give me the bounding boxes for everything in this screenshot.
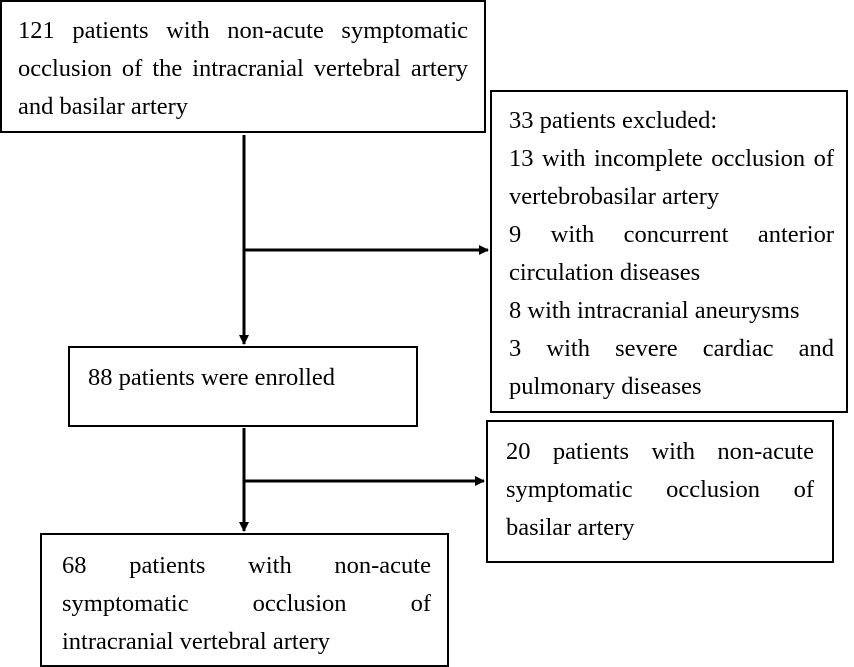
vertebral-text: 68 patients with non-acute symptomatic o… <box>62 552 431 655</box>
basilar-occlusion-box: 20 patients with non-acute symptomatic o… <box>486 420 834 563</box>
basilar-text: 20 patients with non-acute symptomatic o… <box>506 438 814 541</box>
vertebral-occlusion-box: 68 patients with non-acute symptomatic o… <box>40 533 449 667</box>
enrolled-patients-box: 88 patients were enrolled <box>68 346 418 427</box>
enrolled-text: 88 patients were enrolled <box>88 364 335 391</box>
excluded-heading: 33 patients excluded: <box>509 107 718 134</box>
excluded-reason-anterior-circulation: 9 with concurrent anterior circulation d… <box>509 221 834 286</box>
screened-patients-box: 121 patients with non-acute symptomatic … <box>0 0 486 133</box>
excluded-reason-cardiac-pulmonary: 3 with severe cardiac and pulmonary dise… <box>509 335 834 400</box>
excluded-reason-aneurysms: 8 with intracranial aneurysms <box>509 297 800 324</box>
screened-text: 121 patients with non-acute symptomatic … <box>18 17 468 120</box>
excluded-reason-incomplete-occlusion: 13 with incomplete occlusion of vertebro… <box>509 145 834 210</box>
excluded-patients-box: 33 patients excluded: 13 with incomplete… <box>490 90 848 413</box>
